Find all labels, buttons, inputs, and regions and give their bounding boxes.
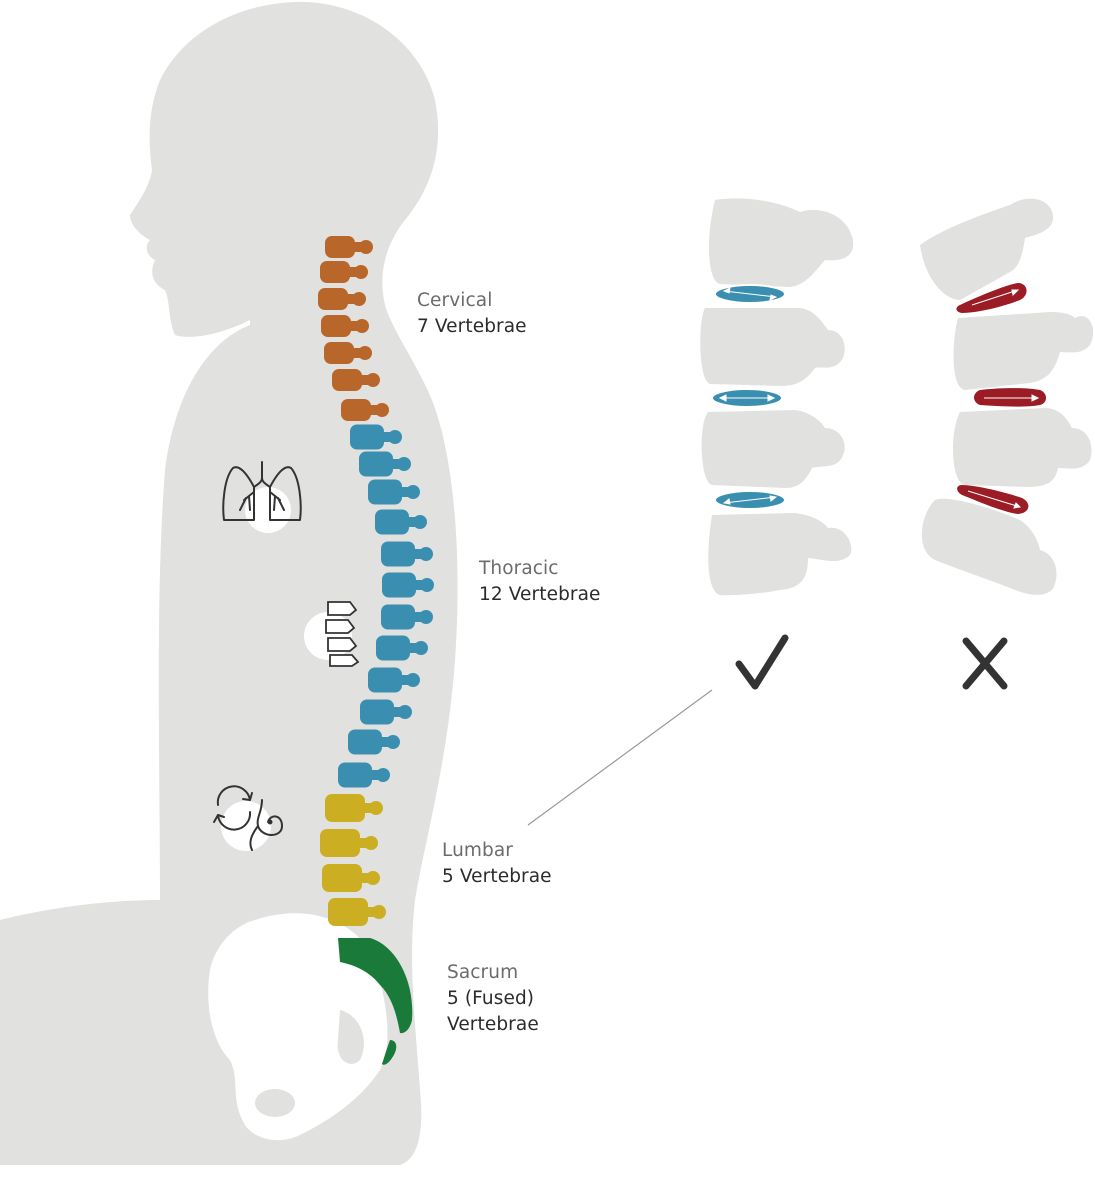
region-name: Sacrum: [447, 962, 519, 983]
cervical-vertebra: [318, 288, 366, 310]
unhealthy-segment: [920, 198, 1094, 595]
thoracic-vertebra: [360, 699, 412, 725]
region-count: 12 Vertebrae: [479, 584, 601, 605]
connector-line: [527, 689, 713, 826]
region-name: Lumbar: [442, 840, 514, 861]
spine-icon: [325, 601, 360, 667]
cross-icon: [962, 637, 1008, 690]
thoracic-vertebra: [381, 604, 433, 630]
thoracic-vertebra: [375, 509, 427, 535]
cervical-vertebra: [325, 236, 373, 258]
healthy-discs: [711, 284, 786, 510]
lumbar-vertebra: [328, 898, 386, 926]
thoracic-vertebra: [348, 729, 400, 755]
cervical-label: Cervical 7 Vertebrae: [417, 288, 527, 340]
thoracic-vertebra: [368, 667, 420, 693]
spine: [318, 236, 434, 926]
region-count-line2: Vertebrae: [447, 1014, 539, 1035]
thoracic-vertebra: [368, 479, 420, 505]
healthy-segment: [700, 198, 854, 596]
region-name: Cervical: [417, 290, 493, 311]
lumbar-vertebra: [320, 829, 378, 857]
pelvis-shape: [208, 913, 388, 1141]
sacrum: [338, 938, 413, 1065]
cervical-vertebra: [341, 399, 389, 421]
thoracic-vertebra: [359, 451, 411, 477]
thoracic-vertebra: [381, 541, 433, 567]
digestion-icon: [213, 785, 284, 851]
digestion-icon-bg: [221, 801, 271, 851]
unhealthy-discs: [956, 283, 1046, 514]
region-count: 5 (Fused): [447, 988, 535, 1009]
pelvis-hole: [255, 1089, 295, 1117]
thoracic-vertebra: [350, 424, 402, 450]
lumbar-vertebra: [325, 794, 383, 822]
lumbar-label: Lumbar 5 Vertebrae: [442, 838, 552, 890]
region-count: 7 Vertebrae: [417, 316, 527, 337]
cervical-vertebra: [332, 369, 380, 391]
region-name: Thoracic: [479, 558, 559, 579]
cervical-vertebra: [321, 315, 369, 337]
thoracic-label: Thoracic 12 Vertebrae: [479, 556, 601, 608]
pelvis-notch: [337, 1010, 364, 1064]
thoracic-vertebra: [382, 572, 434, 598]
thoracic-vertebra: [376, 635, 428, 661]
cervical-vertebra: [324, 342, 372, 364]
cervical-vertebra: [320, 261, 368, 283]
region-count: 5 Vertebrae: [442, 866, 552, 887]
check-icon: [735, 634, 789, 690]
lungs-icon: [222, 461, 302, 521]
sacrum-label: Sacrum 5 (Fused) Vertebrae: [447, 960, 539, 1038]
lumbar-vertebra: [322, 864, 380, 892]
thoracic-vertebra: [338, 762, 390, 788]
